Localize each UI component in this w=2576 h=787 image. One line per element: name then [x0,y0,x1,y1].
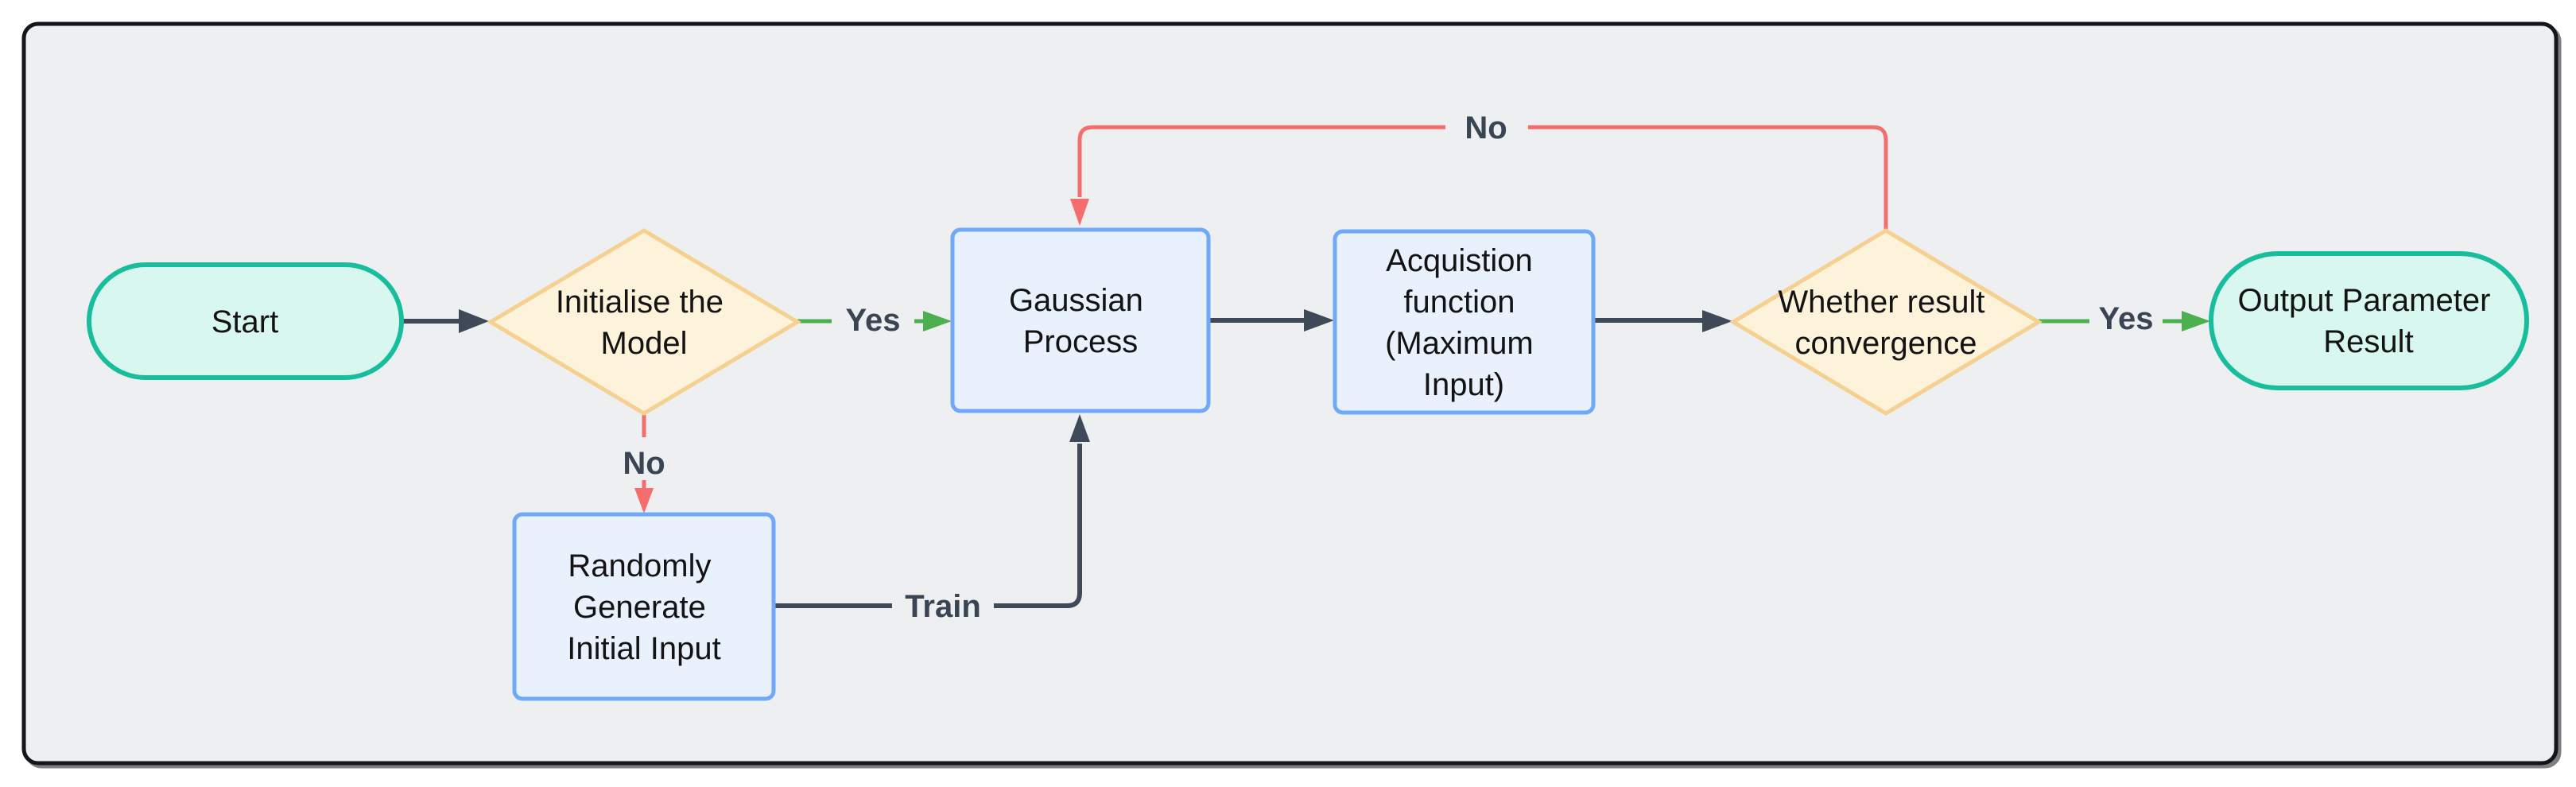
initialise-model-label: Initialise the Model [556,285,732,361]
edge-acquisition-to-convergence [1593,310,1732,332]
node-gaussian-process: Gaussian Process [950,227,1211,413]
diagram-canvas [21,21,2559,766]
convergence-check-label: Whether result convergence [1778,285,1993,361]
edge-label-train: Train [905,589,981,624]
edge-gaussian-to-acquisition [1208,309,1334,331]
edge-convergence-yes-to-output: Yes [2039,301,2210,336]
start-shape [87,262,404,380]
convergence-check-shape [1729,228,2043,416]
edge-init-no-to-random: No [623,415,665,514]
node-convergence-check: Whether result convergence [1729,228,2043,416]
output-result-label: Output Parameter Result [2237,283,2499,359]
edge-label-yes-1: Yes [846,303,901,338]
randomly-generate-label: Randomly Generate Initial Input [567,549,720,666]
edge-init-yes-to-gaussian: Yes [797,303,952,338]
edge-start-to-init [402,309,489,333]
initialise-model-shape [487,228,801,416]
node-acquisition-function: Acquistion function (Maximum Input) [1333,229,1596,415]
output-result-shape [2209,251,2529,390]
edge-convergence-no-to-gaussian: No [1070,110,1888,231]
edge-label-no-1: No [623,446,665,481]
node-initialise-model: Initialise the Model [487,228,801,416]
edge-label-yes-2: Yes [2099,301,2154,336]
acquisition-function-shape [1333,229,1596,415]
gaussian-process-label: Gaussian Process [1009,283,1152,359]
acquisition-function-label: Acquistion function (Maximum Input) [1385,243,1542,402]
randomly-generate-shape [512,512,776,701]
node-start: Start [87,262,404,380]
edge-random-train-to-gaussian: Train [774,414,1090,624]
node-output-result: Output Parameter Result [2209,251,2529,390]
start-label: Start [211,304,278,339]
edge-label-no-2: No [1465,110,1507,145]
gaussian-process-shape [950,227,1211,413]
node-randomly-generate: Randomly Generate Initial Input [512,512,776,701]
